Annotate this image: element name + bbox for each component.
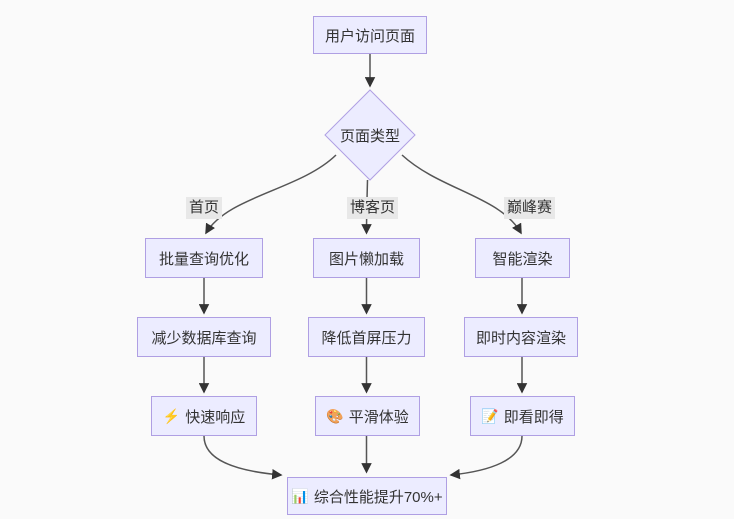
edge-label-peak: 巅峰赛 (504, 197, 556, 220)
node-smooth-experience: 🎨 平滑体验 (315, 396, 420, 436)
decision-label: 页面类型 (339, 128, 400, 145)
decision-diamond (324, 89, 416, 181)
node-smart-rendering: 智能渲染 (475, 238, 570, 278)
node-reduce-db-queries: 减少数据库查询 (137, 317, 271, 357)
bar-chart-icon: 📊 (291, 487, 309, 504)
edge-label-homepage: 首页 (186, 197, 223, 220)
node-fast-response-label: 快速响应 (185, 408, 246, 426)
palette-icon: 🎨 (326, 407, 344, 424)
node-reduce-first-screen-pressure: 降低首屏压力 (308, 317, 425, 357)
node-see-and-get-label: 即看即得 (503, 408, 564, 426)
node-overall-performance-label: 综合性能提升70%+ (313, 488, 443, 506)
memo-icon: 📝 (481, 407, 499, 424)
node-overall-performance: 📊 综合性能提升70%+ (287, 477, 447, 515)
node-start: 用户访问页面 (313, 16, 427, 54)
lightning-icon: ⚡ (162, 407, 181, 424)
edge-label-blogpage: 博客页 (347, 197, 399, 220)
edge-right3-final (449, 435, 523, 480)
node-batch-query-optimization: 批量查询优化 (145, 238, 263, 278)
node-see-and-get: 📝 即看即得 (470, 396, 575, 436)
edge-decision-left (205, 154, 337, 235)
node-smooth-experience-label: 平滑体验 (348, 408, 409, 426)
node-image-lazyload: 图片懒加载 (313, 238, 420, 278)
edge-left3-final (203, 435, 283, 480)
edge-decision-right (401, 154, 522, 235)
node-fast-response: ⚡ 快速响应 (151, 396, 257, 436)
node-instant-content-rendering: 即时内容渲染 (464, 317, 578, 357)
